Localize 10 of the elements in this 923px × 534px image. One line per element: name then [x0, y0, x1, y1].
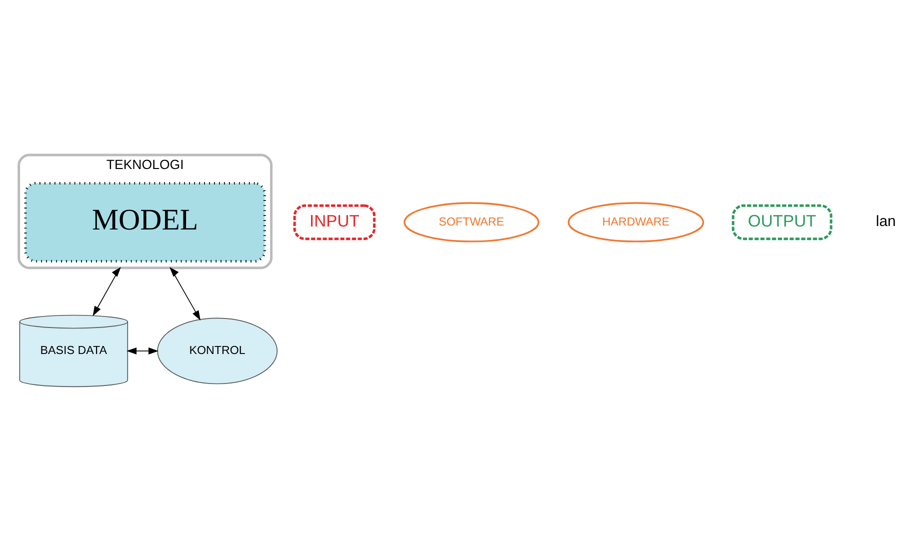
arrow [92, 266, 121, 316]
node-ellipse: KONTROL [157, 317, 278, 384]
label: lan [876, 212, 896, 230]
arrow [169, 266, 200, 320]
node-ellipse: SOFTWARE [404, 202, 540, 242]
node-box: MODEL [24, 181, 266, 262]
arrow [126, 346, 158, 354]
node-box: INPUT [293, 204, 376, 240]
node-box: OUTPUT [732, 204, 832, 240]
node-ellipse: HARDWARE [568, 202, 704, 242]
